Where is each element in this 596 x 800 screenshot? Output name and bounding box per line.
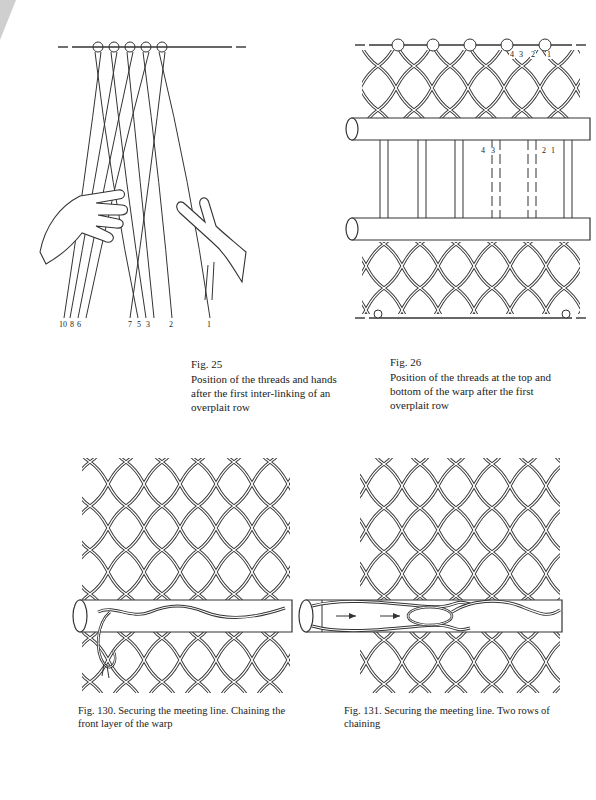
- callout-number: 3: [518, 51, 524, 59]
- figure-caption: Position of the threads at the top and b…: [390, 371, 558, 412]
- callout-number: 4: [480, 147, 486, 155]
- fig26-drawing: [346, 39, 590, 318]
- figure-caption: Position of the threads and hands after …: [191, 373, 349, 414]
- fig131-drawing: [299, 458, 562, 693]
- callout-number: 1: [206, 321, 212, 329]
- callout-number: 8: [69, 321, 75, 329]
- callout-number: 3: [490, 147, 496, 155]
- scan-corner: [0, 0, 16, 40]
- figure-caption: Fig. 26: [390, 356, 550, 370]
- callout-number: 1: [546, 51, 552, 59]
- callout-number: 2: [168, 321, 174, 329]
- fig25-drawing: [40, 42, 246, 318]
- callout-number: 10: [58, 321, 68, 329]
- fig130-drawing: [73, 458, 292, 693]
- callout-number: 2: [530, 51, 536, 59]
- callout-number: 1: [550, 147, 556, 155]
- callout-number: 7: [127, 321, 133, 329]
- callout-number: 2: [541, 147, 547, 155]
- callout-number: 5: [136, 321, 142, 329]
- callout-number: 4: [509, 51, 515, 59]
- figure-caption: Fig. 130. Securing the meeting line. Cha…: [78, 704, 306, 730]
- figure-caption: Fig. 131. Securing the meeting line. Two…: [344, 704, 559, 730]
- callout-number: 6: [76, 321, 82, 329]
- callout-number: 3: [145, 321, 151, 329]
- figure-caption: Fig. 25: [191, 358, 343, 372]
